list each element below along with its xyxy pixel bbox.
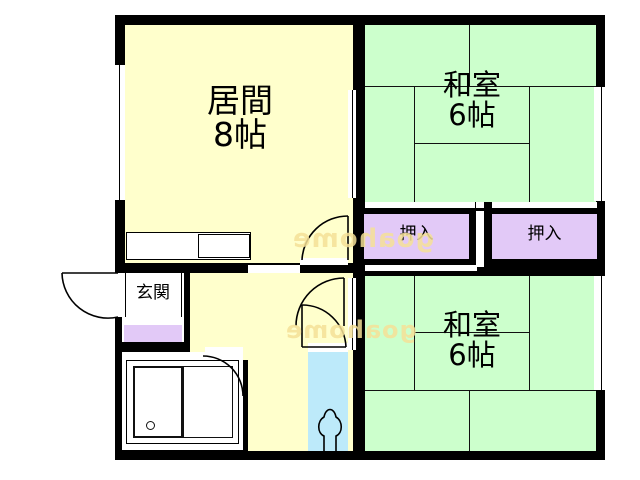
closet-left-label: 押入 (399, 224, 434, 244)
entrance-door-swing-icon (61, 272, 119, 319)
washitsu-bottom-size: 6帖 (448, 338, 496, 373)
closet-right-gap-top (492, 202, 597, 208)
washitsu-bottom-closet-gap (365, 265, 477, 271)
bath-door-swing-icon (202, 355, 244, 397)
tatami-seam (529, 86, 530, 202)
corridor-sliding-line (352, 278, 353, 350)
tatami-seam (414, 143, 529, 144)
closet-left-floor (364, 214, 469, 259)
window-living-west (115, 65, 125, 200)
tatami-seam (414, 332, 529, 333)
washitsu-top-floor (365, 25, 596, 202)
toilet-door-swing-icon (301, 304, 347, 348)
window-washitsu-top-east-line (601, 87, 602, 201)
tatami-seam (365, 390, 596, 391)
tatami-seam (529, 276, 530, 390)
bathtub (133, 366, 183, 438)
living-washitsu-sliding-line (352, 90, 353, 198)
window-washitsu-bottom-east (594, 276, 605, 390)
washitsu-top-size: 6帖 (448, 98, 496, 133)
washing-machine-space (183, 366, 233, 438)
shoe-cupboard (124, 325, 182, 342)
genkan-edge-line (125, 273, 126, 317)
genkan-label: 玄関 (136, 283, 170, 303)
washitsu-bottom-floor (365, 276, 596, 451)
living-room-size: 8帖 (213, 115, 267, 155)
tatami-seam (414, 276, 415, 390)
tatami-seam (414, 86, 415, 202)
genkan-floor (122, 273, 184, 317)
hall-door-swing-icon (295, 277, 345, 327)
living-room-name: 居間 (207, 81, 273, 120)
living-door-opening (300, 258, 348, 265)
closet-divider-gap (476, 202, 484, 208)
kitchen-sink-basin (198, 234, 250, 258)
living-door-swing-icon (301, 215, 349, 261)
entrance-door-opening (108, 273, 122, 317)
living-room-label: 居間 8帖 (160, 81, 320, 155)
window-washitsu-top-east (594, 87, 605, 201)
washitsu-top-closet-gap (365, 202, 475, 208)
hall-door-opening (248, 265, 300, 273)
bath-door-opening (205, 347, 243, 356)
living-floor (125, 25, 353, 263)
washitsu-bottom-name: 和室 (442, 308, 501, 342)
washitsu-top-label: 和室 6帖 (410, 70, 534, 130)
washitsu-top-name: 和室 (442, 68, 501, 102)
washitsu-bottom-label: 和室 6帖 (410, 310, 534, 370)
tatami-seam (469, 25, 470, 86)
window-living-west-line (119, 65, 120, 200)
closet-right-label: 押入 (527, 224, 562, 244)
window-washitsu-bottom-east-line (601, 276, 602, 390)
closet-right-floor (492, 214, 597, 259)
genkan-edge-line (181, 273, 182, 317)
tatami-seam (469, 390, 470, 451)
toilet-floor (308, 350, 348, 451)
bathtub-drain-icon (146, 421, 155, 430)
tatami-seam (365, 86, 596, 87)
toilet-bowl-icon (317, 408, 343, 453)
